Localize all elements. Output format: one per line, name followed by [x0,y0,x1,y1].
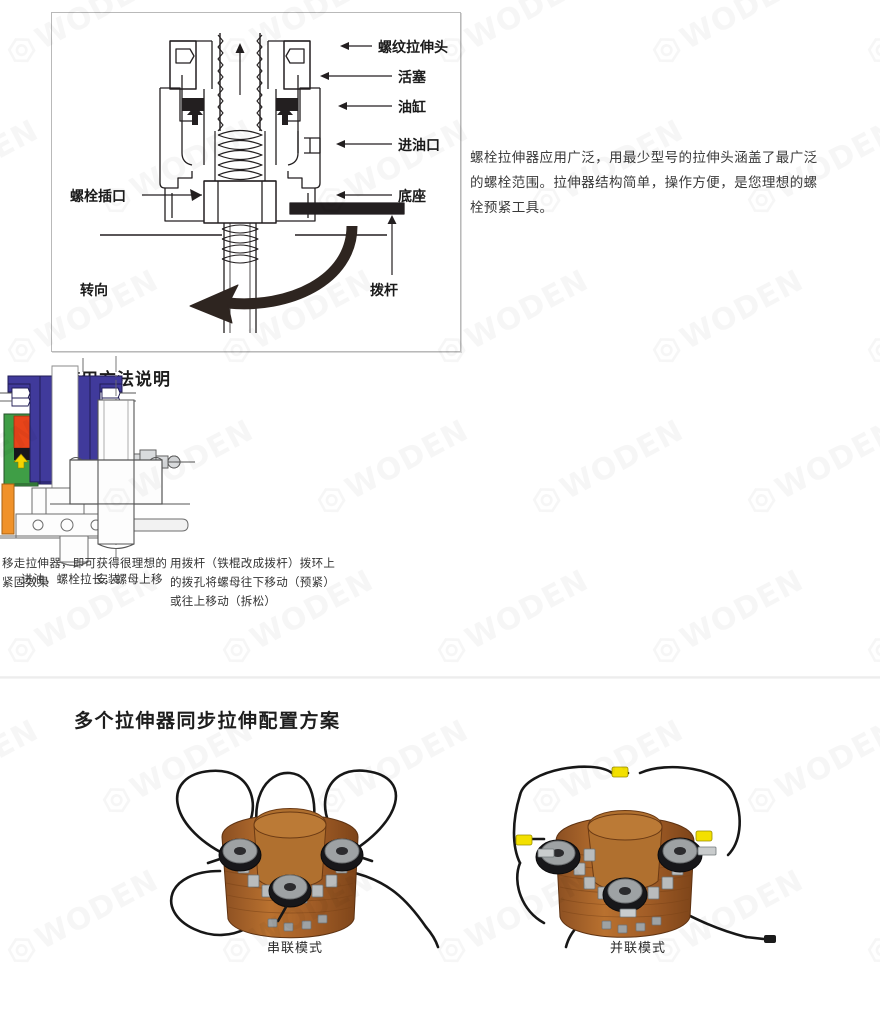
tensioner-unit [218,838,262,872]
bolt-tensioner-cutaway-diagram: 螺纹拉伸头 活塞 油缸 进油口 底座 拨杆 螺栓插口 转向 [70,33,448,333]
photo-series: 串联模式 [150,751,440,971]
hose-end-plug-icon [764,935,776,943]
label-lever: 拨杆 [370,282,398,299]
cutaway-frame: 螺纹拉伸头 活塞 油缸 进油口 底座 拨杆 螺栓插口 转向 [51,12,461,352]
section-divider [0,676,880,679]
label-oil-inlet: 进油口 [398,137,440,154]
tensioner-unit [535,839,581,875]
label-base: 底座 [398,188,426,205]
usage-caption-1: 安装 [96,572,120,586]
label-cylinder: 油缸 [398,99,426,116]
section-sync-config: 多个拉伸器同步拉伸配置方案 [0,679,880,1017]
tensioner-unit [657,837,703,873]
usage-caption-3: 用拨杆（铁棍改成拨杆）拨环上的拨孔将螺母往下移动（预紧）或往上移动（拆松） [170,556,336,608]
section-usage: 使用方法说明 [0,356,880,674]
parallel-mode-illustration [512,765,776,949]
tensioner-unit [320,838,364,872]
sync-config-title: 多个拉伸器同步拉伸配置方案 [74,710,341,732]
label-bolt-socket: 螺栓插口 [70,188,126,205]
series-mode-illustration [169,769,440,949]
label-rotation: 转向 [80,282,108,299]
tensioner-unit [602,877,648,913]
label-thread-head: 螺纹拉伸头 [378,39,448,56]
usage-caption-2: 进油，螺栓拉长，螺母上移 [21,572,163,586]
section-overview: 螺纹拉伸头 活塞 油缸 进油口 底座 拨杆 螺栓插口 转向 螺栓拉伸器应用广泛，… [0,0,880,356]
photo-parallel: 并联模式 [488,751,788,971]
tensioner-unit [268,874,312,908]
parallel-mode-caption: 并联模式 [609,941,666,956]
series-mode-caption: 串联模式 [266,941,323,956]
tightened-bolt-illustration [50,356,190,561]
product-description: 螺栓拉伸器应用广泛，用最少型号的拉伸头涵盖了最广泛的螺栓范围。拉伸器结构简单，操… [470,150,818,216]
label-piston: 活塞 [398,69,427,86]
usage-caption-4: 移走拉伸器，即可获得很理想的紧固效果 [2,556,168,589]
